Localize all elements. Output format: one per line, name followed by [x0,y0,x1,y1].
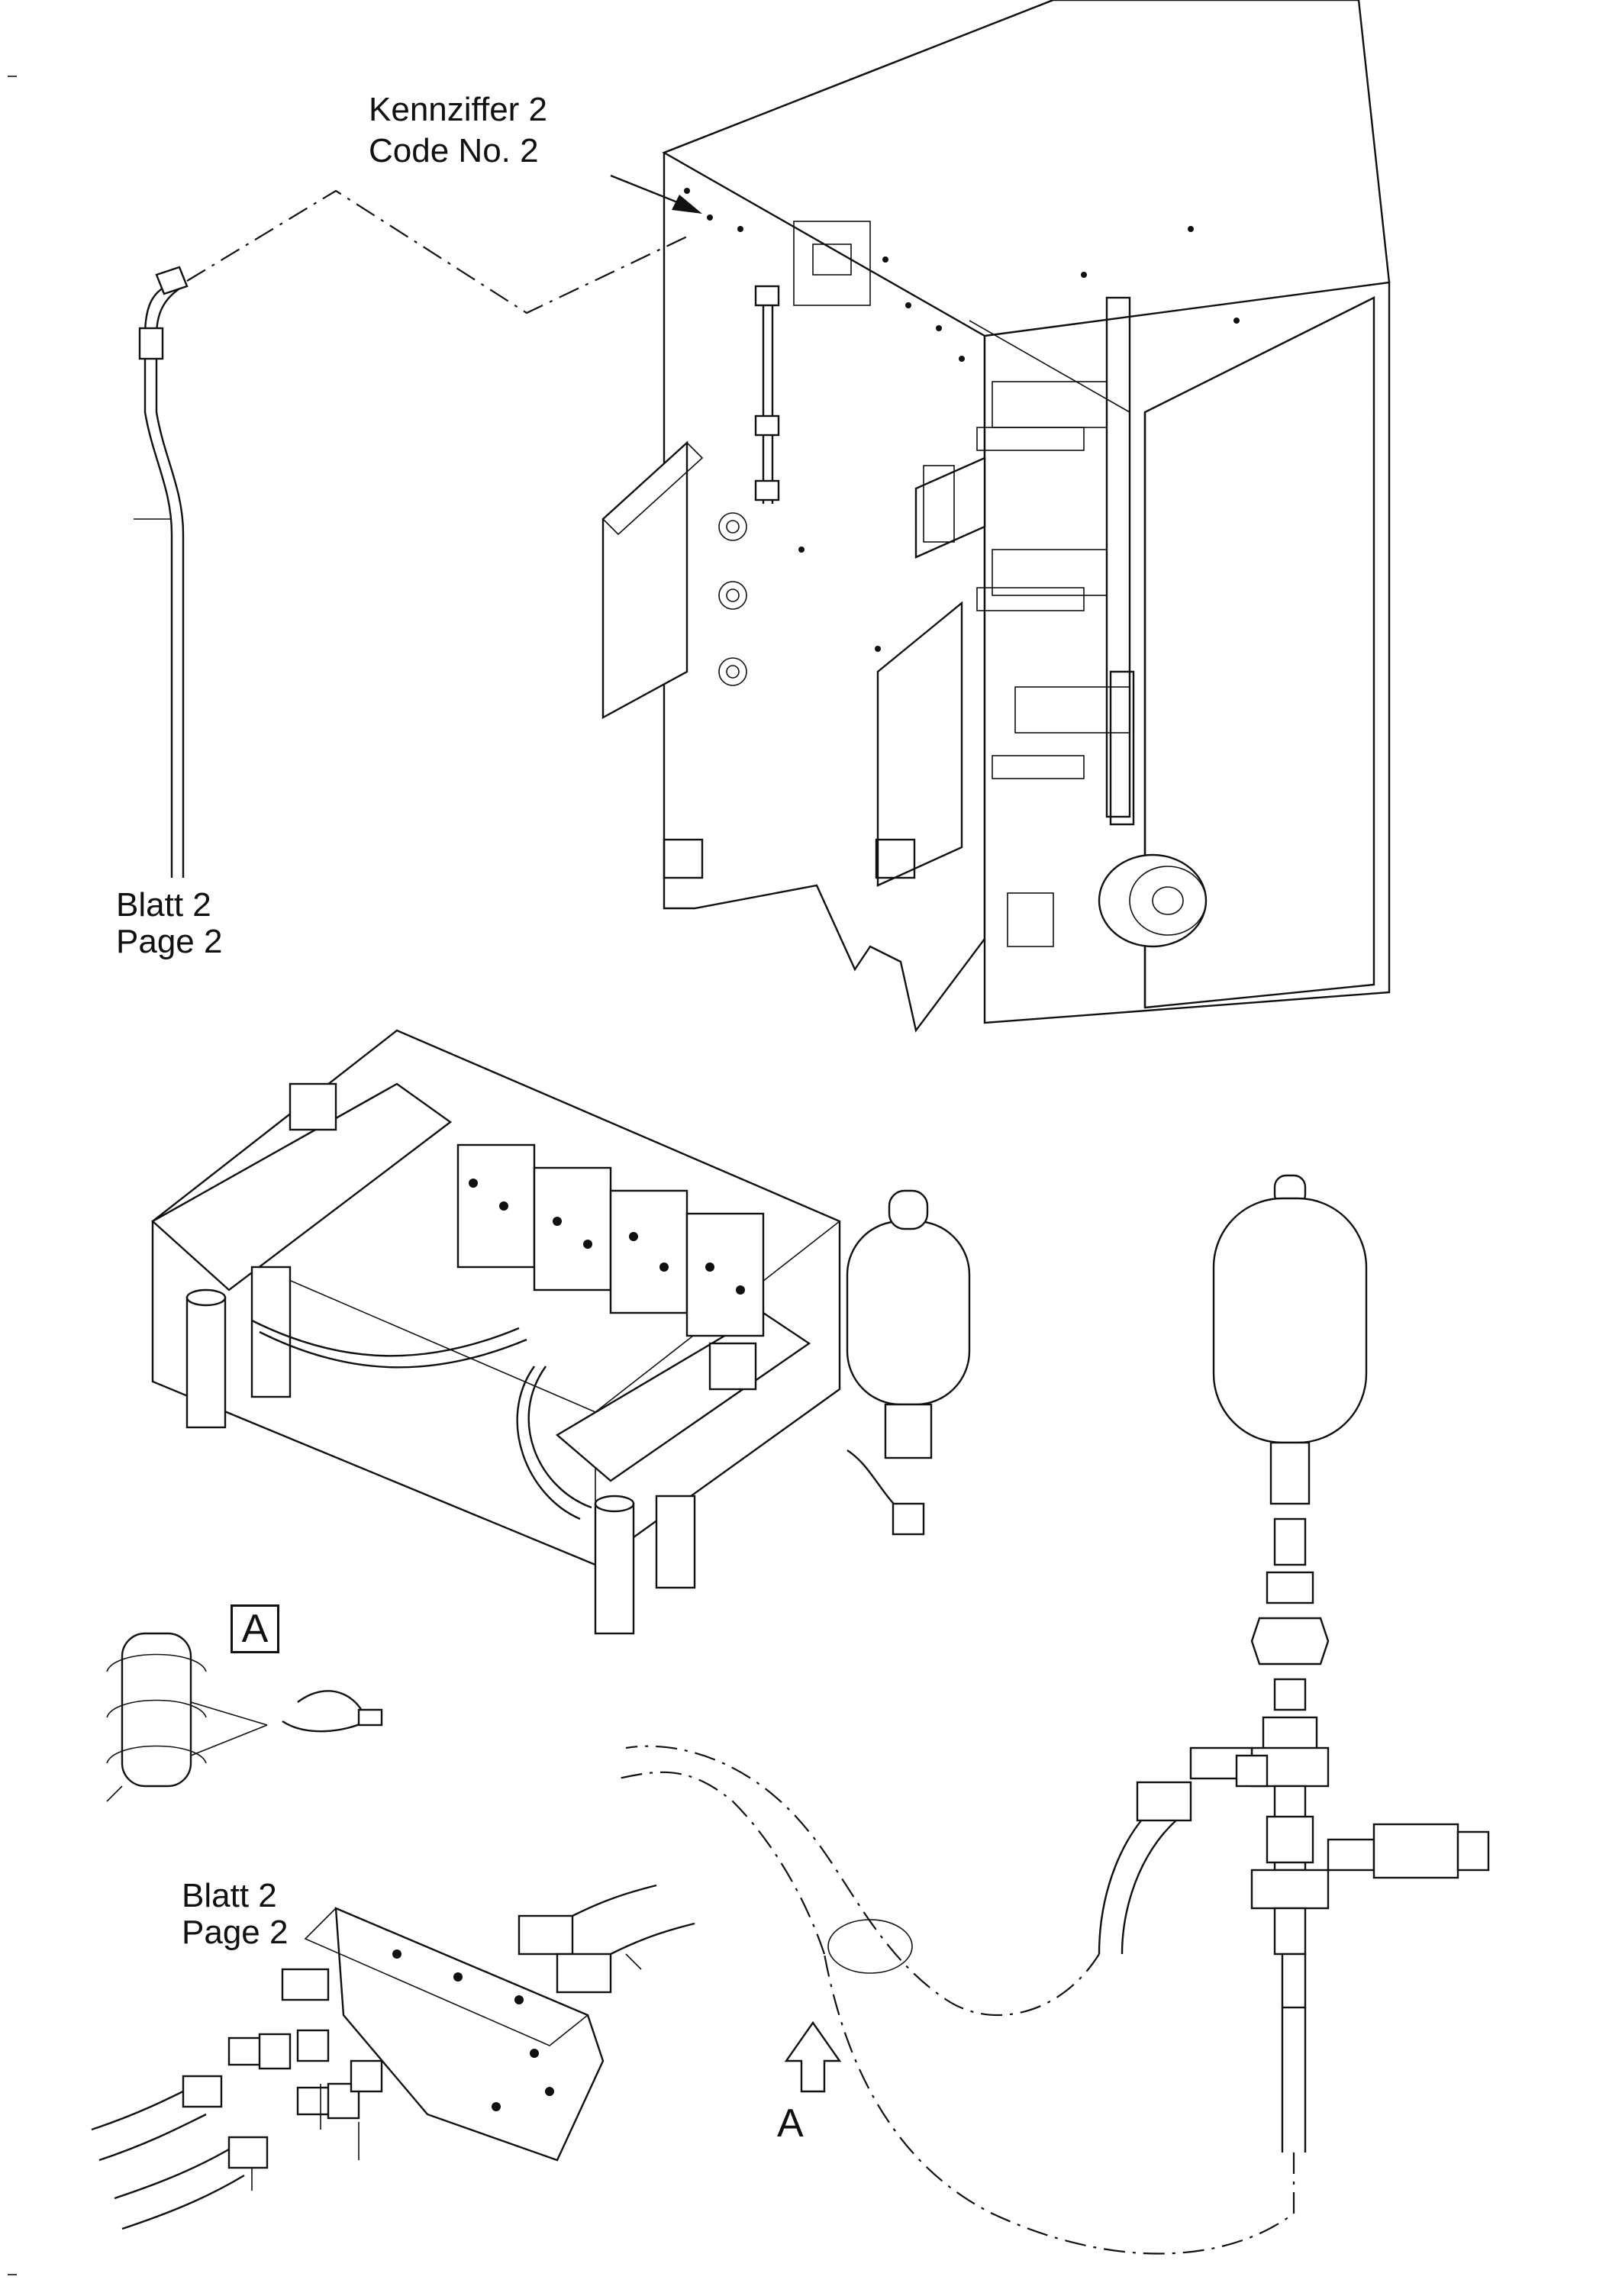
detail-a-clamp [106,1632,383,1802]
sheet-ref-bottom-en: Page 2 [182,1914,289,1951]
code-label-de: Kennziffer 2 [369,91,548,128]
accumulator-assembly [618,1174,1490,2255]
code-leader-arrow [610,174,702,214]
detail-a-box-label: A [231,1604,279,1653]
detail-marker-ring [827,1919,913,1974]
bracket-with-fittings [91,1884,695,2230]
sheet-ref-top-en: Page 2 [116,923,223,960]
sheet-ref-top-de: Blatt 2 [116,886,211,924]
sheet-ref-bottom-de: Blatt 2 [182,1877,277,1914]
valve-block-assembly [150,1029,971,1635]
detail-a-arrow [784,2020,842,2093]
cabinet-frame [601,0,1391,1033]
detail-a-arrow-label: A [777,2101,804,2146]
hose-top [134,189,688,878]
code-label-en: Code No. 2 [369,132,539,169]
